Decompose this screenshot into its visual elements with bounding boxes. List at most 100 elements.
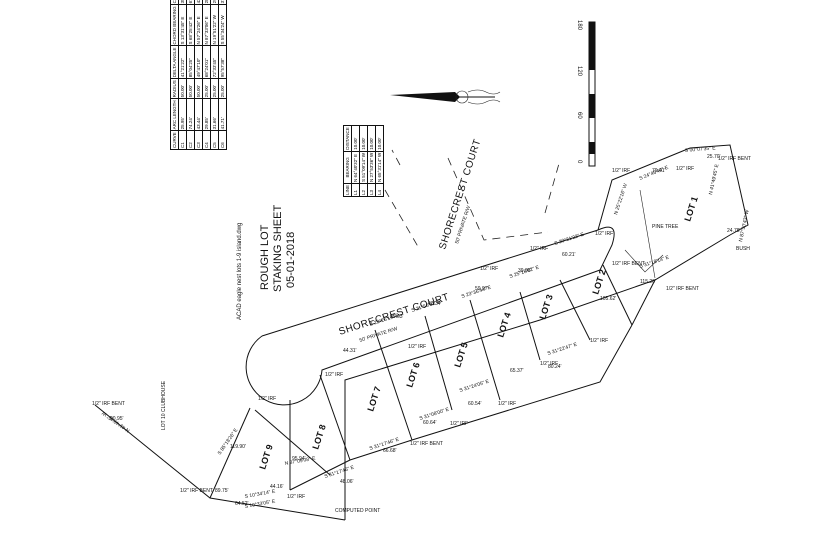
line-table-cell: 10.00' [359, 125, 368, 152]
drawing-filename: ACAD eagle nest lots 1-9 island.dwg [237, 223, 243, 320]
curve-table-cell: 85°04'25" [186, 45, 195, 79]
irf-bent-marker: 1/2" IRF BENT [410, 441, 443, 447]
svg-text:S 20°21'22" E: S 20°21'22" E [554, 231, 586, 246]
irf-bent-marker: 1/2" IRF BENT [612, 261, 645, 267]
north-arrow-icon [390, 89, 501, 105]
line-table-cell: L1 [351, 183, 360, 197]
svg-text:90.95': 90.95' [110, 416, 124, 422]
curve-table-header-3: DELTA ANGLE [170, 45, 179, 79]
irf-marker: 1/2" IRF [530, 246, 548, 252]
line-table-cell: L2 [359, 183, 368, 197]
svg-text:S 31°22'47" E: S 31°22'47" E [547, 341, 579, 356]
curve-table-cell: C6 [218, 130, 227, 150]
lot-label-10: LOT 10 CLUBHOUSE [161, 380, 167, 430]
irf-marker: 1/2" IRF [676, 166, 694, 172]
bush-marker: BUSH [736, 246, 750, 252]
pine-tree-marker: PINE TREE [652, 224, 679, 230]
curve-table-cell: 41°21'22" [178, 45, 187, 79]
lot-label-3: LOT 3 [537, 293, 554, 320]
lot-lines [254, 264, 656, 491]
bearing-labels: S 00°07'35" E S 24°46'40" E N 25°22'16" … [101, 145, 751, 510]
reference-line [447, 157, 549, 241]
curve-table-cell: 95°57'38" [218, 45, 227, 79]
irf-bent-marker: 1/2" IRF BENT [180, 488, 213, 494]
curve-table-cell: S 13°31'45" E [178, 4, 187, 46]
svg-text:44.16': 44.16' [270, 484, 284, 490]
curve-table-cell: 74.24' [186, 98, 195, 131]
svg-text:59.63': 59.63' [390, 314, 404, 320]
svg-text:N 87°09'08" E: N 87°09'08" E [284, 456, 316, 467]
reference-line [544, 159, 561, 214]
curve-table-header-2: RADIUS [170, 78, 179, 99]
lot-label-4: LOT 4 [495, 311, 512, 338]
curve-table-header-0: CURVE [170, 130, 179, 150]
curve-table-cell: 41.71' [218, 98, 227, 131]
scale-label-120: 120 [576, 66, 582, 77]
curve-table-cell: 67.60' [186, 0, 195, 5]
curve-table-cell: C3 [194, 130, 203, 150]
irf-marker: 1/2" IRF [595, 231, 613, 237]
curve-table-cell: 25.00' [218, 78, 227, 99]
irf-marker: 1/2" IRF [258, 396, 276, 402]
svg-text:60.34': 60.34' [428, 301, 442, 307]
curve-table-cell: C1 [178, 130, 187, 150]
scale-label-60: 60 [576, 112, 582, 119]
svg-text:N 25°22'16" W: N 25°22'16" W [613, 183, 629, 216]
line-table-cell: 10.00' [375, 125, 384, 152]
curve-table-header-4: CHORD BEARING [170, 4, 179, 46]
svg-text:60.54': 60.54' [468, 401, 482, 407]
curve-table-cell: 37.05' [218, 0, 227, 5]
line-table-cell: 10.00' [351, 125, 360, 152]
svg-text:60.64': 60.64' [423, 420, 437, 426]
svg-text:48.06': 48.06' [340, 479, 354, 485]
curve-table-cell: C2 [186, 130, 195, 150]
curve-table-cell: 49°47'10" [194, 45, 203, 79]
survey-markers: 1/2" IRF BENT 1/2" IRF 1/2" IRF 1/2" IRF… [92, 156, 751, 514]
svg-text:S 31°17'46" E: S 31°17'46" E [324, 464, 356, 479]
line-table-header-0: LINE [343, 183, 352, 197]
curve-table-cell: 68°24'01" [202, 45, 211, 79]
curve-table-cell: 25.00' [202, 78, 211, 99]
title-block: ROUGH LOT STAKING SHEET 05-01-2018 [259, 205, 297, 292]
svg-text:60.21': 60.21' [562, 252, 576, 258]
curve-table-header-5: CHORD LENGTH [170, 0, 179, 5]
irf-bent-marker: 1/2" IRF BENT [718, 156, 751, 162]
reference-line [391, 149, 401, 166]
boundary-line [344, 144, 749, 520]
svg-text:24.78': 24.78' [727, 228, 741, 234]
svg-text:59.97': 59.97' [475, 286, 489, 292]
svg-text:N 41°49'45" E: N 41°49'45" E [708, 163, 720, 195]
svg-text:80.24': 80.24' [548, 364, 562, 370]
svg-text:39.96': 39.96' [518, 268, 532, 274]
curve-table-cell: 72°33'45" [210, 45, 219, 79]
svg-text:S 00°07'35" E: S 00°07'35" E [685, 145, 717, 154]
title-line-1: ROUGH LOT [259, 224, 271, 290]
svg-text:44.31': 44.31' [343, 348, 357, 354]
line-table-header-2: DISTANCE [343, 125, 352, 152]
line-table-header-1: BEARING [343, 151, 352, 184]
curve-table-cell: 50.00' [194, 78, 203, 99]
curve-table-cell: 42.08' [194, 0, 203, 5]
irf-marker: 1/2" IRF [480, 266, 498, 272]
curve-table-cell: 43.44' [194, 98, 203, 131]
line-table-cell: N 64°40'32" E [351, 151, 360, 184]
irf-marker: 1/2" IRF [408, 344, 426, 350]
irf-marker: 1/2" IRF [540, 361, 558, 367]
curve-table-cell: 28.12' [202, 0, 211, 5]
curve-table-cell: 31.66' [210, 98, 219, 131]
svg-text:105.62': 105.62' [600, 296, 616, 302]
svg-text:64.52': 64.52' [235, 501, 249, 507]
svg-text:65.37': 65.37' [510, 368, 524, 374]
scale-bar: 180 120 60 0 [576, 20, 596, 167]
curve-table-cell: N 19°51'22" W [210, 4, 219, 46]
title-date: 05-01-2018 [285, 232, 297, 288]
line-table-cell: L4 [375, 183, 384, 197]
svg-text:25.70': 25.70' [707, 154, 721, 160]
